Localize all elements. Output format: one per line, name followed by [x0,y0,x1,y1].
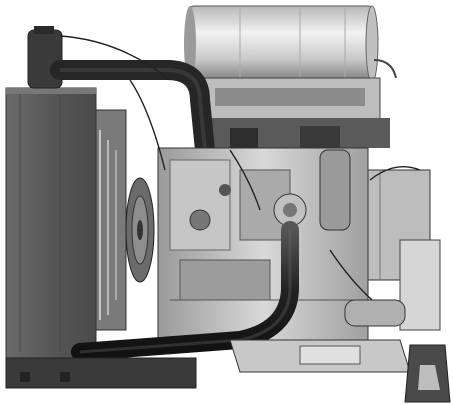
engine-block [157,147,369,349]
turbocharger [273,149,351,231]
air-cleaner-tank [184,5,397,83]
intake-manifold [200,77,390,150]
radiator [5,87,97,359]
lower-radiator-hose [71,221,299,361]
engine-mount [404,344,451,403]
oil-pan [229,339,411,373]
crankshaft-pulley [125,177,155,283]
engine-right-side [344,169,441,331]
cooling-fan [95,109,127,331]
upper-radiator-hose [50,60,215,160]
wiring-harness [59,35,421,301]
base-frame [5,357,197,389]
